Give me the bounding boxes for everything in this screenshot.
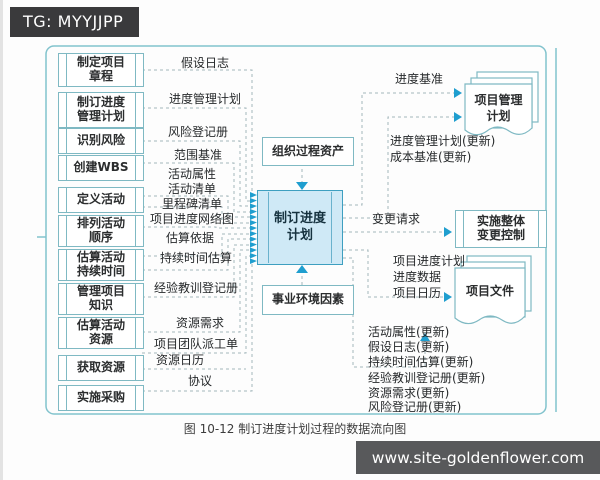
flow-label-change-request: 变更请求 <box>372 212 421 226</box>
flow-arrowheads <box>250 88 462 341</box>
process-estimate-durations: 估算活动 持续时间 <box>58 249 144 281</box>
flow-label-scope-baseline: 范围基准 <box>173 148 223 162</box>
flow-label-basis-of-estimates: 估算依据 <box>165 231 215 245</box>
process-define-activities: 定义活动 <box>58 187 144 213</box>
pm-plan-doc-label: 项目管理 计划 <box>474 93 523 123</box>
process-identify-risks: 识别风险 <box>58 128 144 154</box>
flow-label-sched-plan-update: 进度管理计划(更新) <box>390 134 496 148</box>
update-duration-estimates: 持续时间估算(更新) <box>368 355 474 369</box>
update-assumption-log: 假设日志(更新) <box>368 340 450 354</box>
project-docs-label: 项目文件 <box>465 284 514 299</box>
flow-label-cost-base-update: 成本基准(更新) <box>390 150 472 164</box>
top-left-tag: TG: MYYJJPP <box>10 7 140 37</box>
process-sequence-activities: 排列活动 顺序 <box>58 215 144 247</box>
project-docs-document-icon <box>454 255 532 325</box>
eef-box: 事业环境因素 <box>262 285 354 315</box>
flow-label-milestone-list: 里程碑清单 <box>161 197 223 211</box>
update-lessons-learned: 经验教训登记册(更新) <box>368 371 486 385</box>
output-flow-lines <box>301 92 454 368</box>
flow-label-project-calendars: 项目日历 <box>393 286 442 300</box>
figure-caption: 图 10-12 制订进度计划过程的数据流向图 <box>183 422 407 436</box>
icc-process-box: 实施整体 变更控制 <box>455 210 547 248</box>
watermark-url: www.site-goldenflower.com <box>371 448 585 467</box>
flow-label-risk-register: 风险登记册 <box>167 125 229 139</box>
update-resource-reqs: 资源需求(更新) <box>368 386 450 400</box>
flow-label-resource-calendars: 资源日历 <box>155 353 205 367</box>
process-manage-knowledge: 管理项目 知识 <box>58 283 144 315</box>
flow-label-project-schedule: 项目进度计划 <box>393 254 466 268</box>
input-flow-lines <box>142 69 253 392</box>
process-conduct-procurements: 实施采购 <box>58 385 144 411</box>
update-risk-register: 风险登记册(更新) <box>368 400 462 414</box>
flow-label-lessons-learned: 经验教训登记册 <box>153 281 239 295</box>
flow-label-assumption-log: 假设日志 <box>180 56 230 70</box>
flow-label-schedule-data: 进度数据 <box>393 270 442 284</box>
flow-label-schedule-baseline: 进度基准 <box>395 72 444 86</box>
process-develop-charter: 制定项目 章程 <box>58 53 144 87</box>
process-create-wbs: 创建WBS <box>58 155 144 181</box>
process-plan-schedule-mgmt: 制订进度 管理计划 <box>58 92 144 128</box>
flow-label-schedule-network: 项目进度网络图 <box>149 212 235 226</box>
flow-label-activity-attrs-list: 活动属性 活动清单 <box>167 167 217 196</box>
watermark-bar: www.site-goldenflower.com <box>356 441 600 474</box>
opa-box: 组织过程资产 <box>262 137 354 166</box>
flow-label-team-assignments: 项目团队派工单 <box>153 337 239 351</box>
pm-plan-document-icon <box>464 71 539 136</box>
develop-schedule-main-box: 制订进度 计划 <box>257 190 343 265</box>
process-estimate-resources: 估算活动 资源 <box>58 317 144 349</box>
flow-label-resource-reqs: 资源需求 <box>175 316 225 330</box>
process-acquire-resources: 获取资源 <box>58 355 144 381</box>
flow-label-agreements: 协议 <box>187 374 213 388</box>
update-activity-attrs: 活动属性(更新) <box>368 325 450 339</box>
input-sawtooth-arrows <box>250 192 257 264</box>
flow-label-schedule-mgmt-plan: 进度管理计划 <box>168 92 242 106</box>
flow-label-duration-estimates: 持续时间估算 <box>159 251 233 265</box>
